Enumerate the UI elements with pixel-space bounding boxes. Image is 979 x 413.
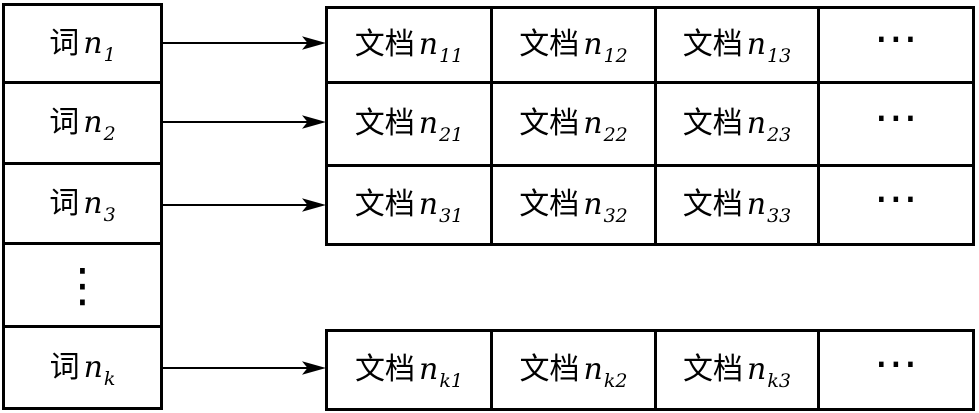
arrow-word2-to-docs-icon xyxy=(162,115,326,129)
doc-subscript: 13 xyxy=(767,45,792,67)
word-variable: n xyxy=(83,349,103,385)
horizontal-ellipsis-icon: ⋯ xyxy=(874,173,918,224)
doc-prefix: 文档 xyxy=(354,27,415,62)
doc-subscript: 12 xyxy=(603,45,628,67)
doc-subscript: 31 xyxy=(439,205,464,227)
word-subscript: 1 xyxy=(103,43,116,66)
doc-variable: n xyxy=(418,187,439,222)
doc-prefix: 文档 xyxy=(519,352,580,387)
word-ellipsis-box: ⋮ xyxy=(2,242,163,328)
arrow-word3-to-docs-icon xyxy=(162,198,326,212)
doc-prefix: 文档 xyxy=(354,106,415,141)
arrow-word1-to-docs-icon xyxy=(162,36,326,50)
doc-prefix: 文档 xyxy=(355,352,416,387)
doc-ellipsis-cell-1: ⋯ xyxy=(817,6,975,84)
doc-ellipsis-cell-3: ⋯ xyxy=(817,164,975,246)
word-subscript: 3 xyxy=(103,203,116,226)
doc-prefix: 文档 xyxy=(519,187,580,222)
doc-prefix: 文档 xyxy=(682,27,743,62)
doc-variable: n xyxy=(746,187,767,222)
word-subscript: k xyxy=(103,367,116,390)
doc-variable: n xyxy=(746,106,767,141)
word-variable: n xyxy=(83,105,103,140)
doc-prefix: 文档 xyxy=(519,106,580,141)
doc-subscript: 22 xyxy=(603,124,628,146)
word-variable: n xyxy=(83,25,103,61)
doc-variable: n xyxy=(583,352,603,387)
vertical-ellipsis-icon: ⋮ xyxy=(59,258,106,312)
doc-prefix: 文档 xyxy=(682,187,743,222)
doc-variable: n xyxy=(419,352,439,387)
doc-subscript: k1 xyxy=(439,370,463,392)
arrow-wordk-to-docs-icon xyxy=(162,361,326,375)
doc-prefix: 文档 xyxy=(683,352,744,387)
doc-variable: n xyxy=(418,27,439,62)
word-prefix: 词 xyxy=(49,185,80,221)
doc-variable: n xyxy=(583,106,603,141)
word-prefix: 词 xyxy=(49,105,80,140)
word-variable: n xyxy=(83,185,103,221)
doc-subscript: 32 xyxy=(603,205,628,227)
doc-subscript: 11 xyxy=(439,45,464,67)
doc-ellipsis-cell-2: ⋯ xyxy=(817,81,975,167)
horizontal-ellipsis-icon: ⋯ xyxy=(874,13,918,64)
doc-variable: n xyxy=(746,27,767,62)
horizontal-ellipsis-icon: ⋯ xyxy=(874,92,918,143)
doc-subscript: k2 xyxy=(603,370,628,392)
doc-subscript: 21 xyxy=(439,124,464,146)
horizontal-ellipsis-icon: ⋯ xyxy=(874,338,918,389)
doc-subscript: 23 xyxy=(767,124,792,146)
doc-variable: n xyxy=(747,352,767,387)
word-prefix: 词 xyxy=(49,349,80,385)
word-subscript: 2 xyxy=(103,123,116,145)
doc-prefix: 文档 xyxy=(519,27,580,62)
doc-variable: n xyxy=(418,106,439,141)
word-prefix: 词 xyxy=(49,25,80,61)
doc-ellipsis-cell-k: ⋯ xyxy=(817,329,975,411)
doc-prefix: 文档 xyxy=(682,106,743,141)
doc-variable: n xyxy=(583,27,603,62)
doc-prefix: 文档 xyxy=(354,187,415,222)
doc-variable: n xyxy=(583,187,603,222)
doc-subscript: k3 xyxy=(767,370,791,392)
doc-subscript: 33 xyxy=(767,205,792,227)
